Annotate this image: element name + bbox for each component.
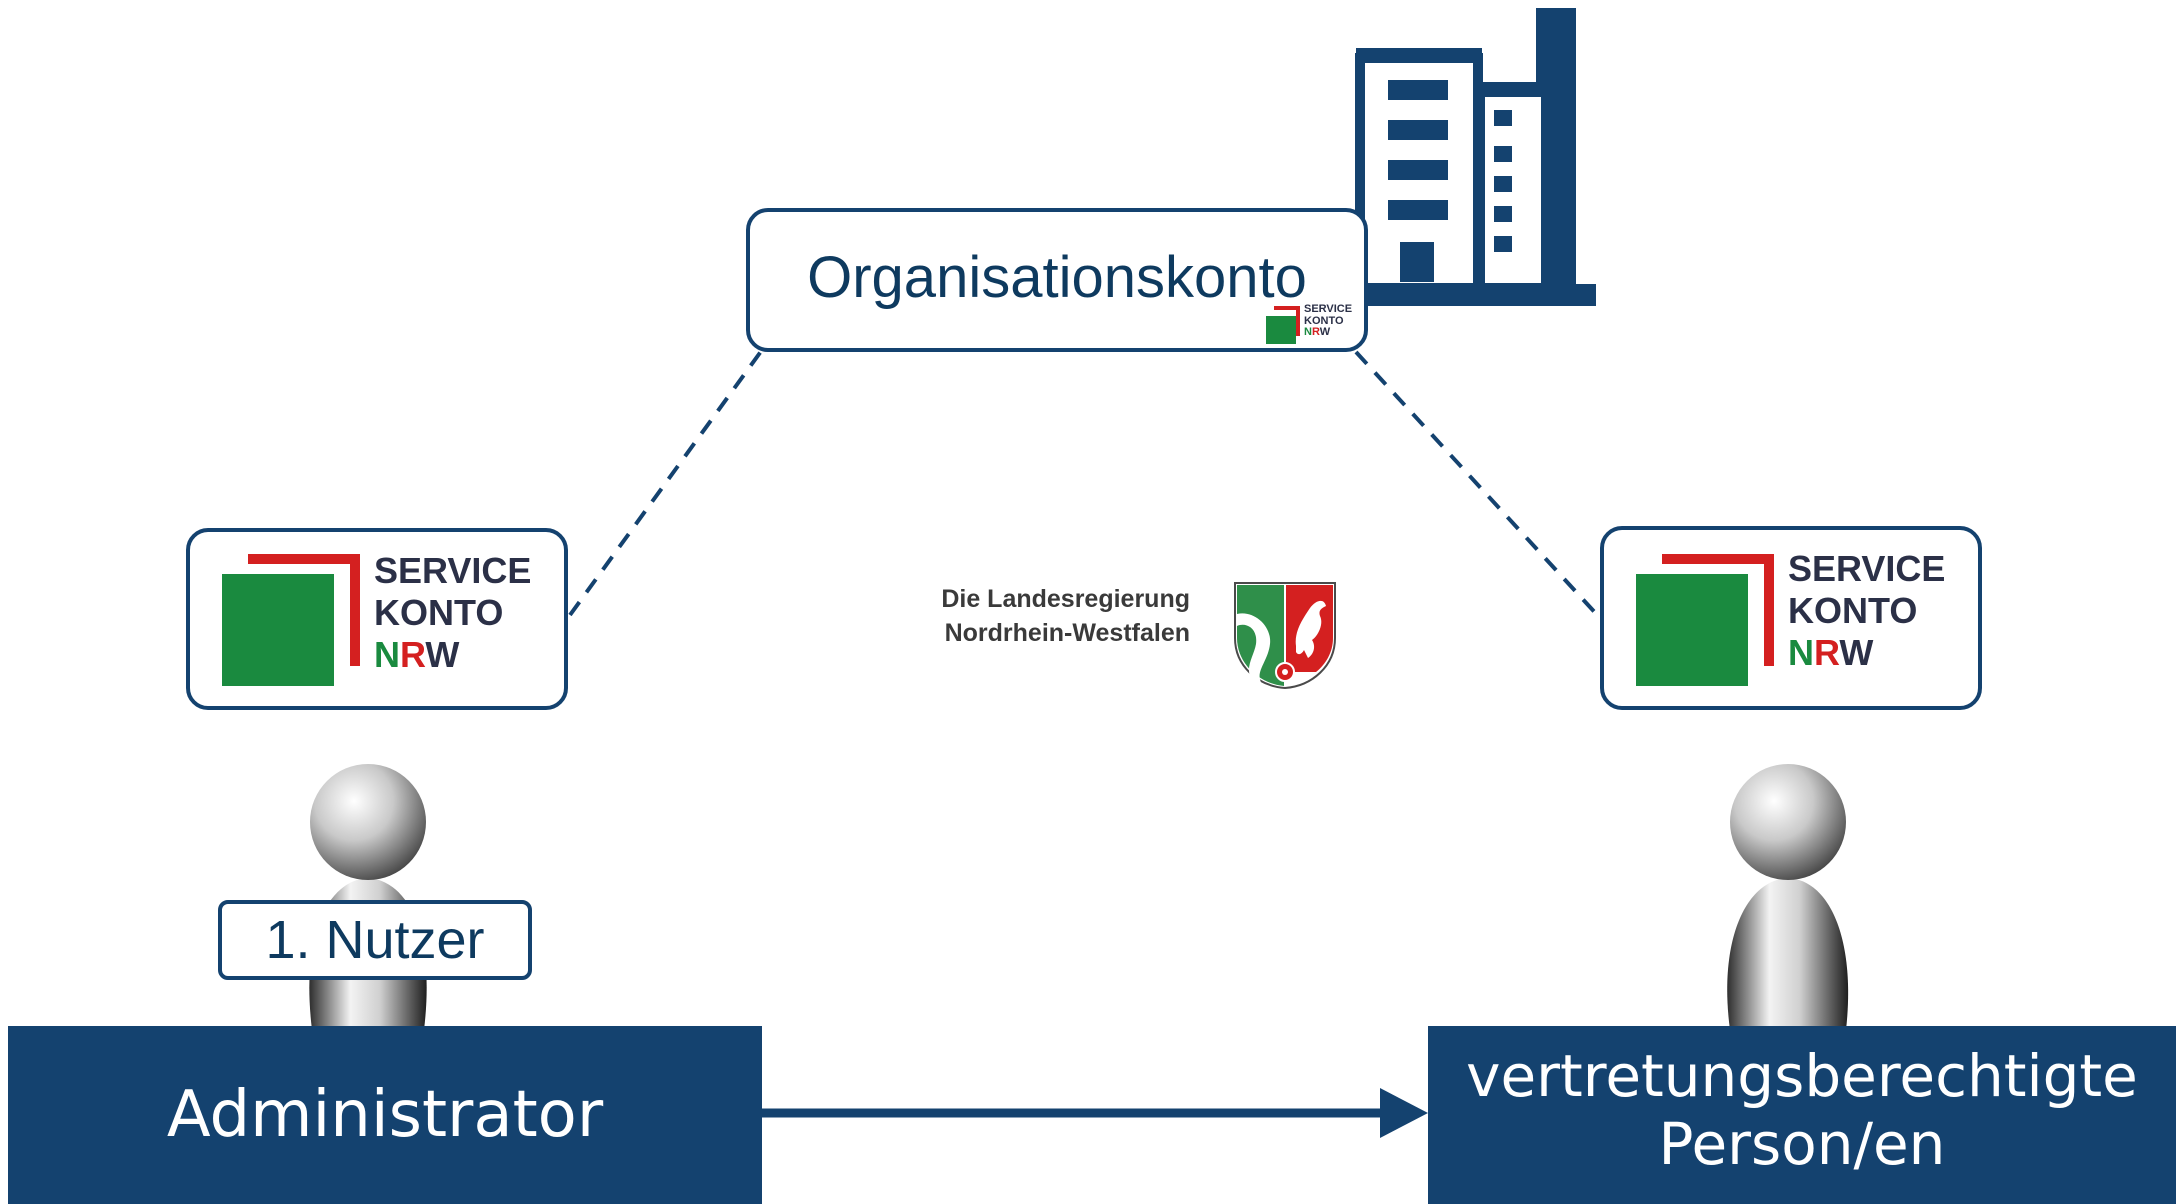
administrator-label: Administrator [166, 1078, 604, 1152]
logo-line-nrw: NRW [1788, 632, 1874, 673]
organisation-account-box: Organisationskonto SERVICE KONTO NRW [746, 208, 1368, 352]
landesregierung-line1: Die Landesregierung [941, 585, 1190, 613]
logo-line-konto: KONTO [374, 592, 504, 633]
landesregierung-text: Die Landesregierung Nordrhein-Westfalen [900, 582, 1190, 650]
logo-line-konto: KONTO [1304, 314, 1344, 327]
logo-line-service: SERVICE [1304, 303, 1353, 315]
representative-line1: vertretungsberechtigte [1466, 1042, 2138, 1110]
representative-line2: Person/en [1658, 1110, 1946, 1178]
delegation-arrow [762, 1088, 1428, 1138]
nrw-coat-of-arms-icon [1234, 582, 1336, 690]
logo-line-service: SERVICE [1788, 548, 1946, 589]
first-user-tag: 1. Nutzer [218, 900, 532, 980]
person-icon [1727, 764, 1849, 1030]
service-konto-box-right: SERVICE KONTO NRW [1600, 526, 1982, 710]
logo-line-konto: KONTO [1788, 590, 1918, 631]
service-konto-logo: SERVICE KONTO NRW [1604, 530, 1978, 706]
service-konto-logo: SERVICE KONTO NRW [1262, 303, 1362, 348]
connector-right [1354, 350, 1602, 620]
logo-line-nrw: NRW [374, 634, 460, 675]
building-icon [1355, 8, 1596, 306]
person-icon [309, 764, 427, 1030]
logo-line-service: SERVICE [374, 550, 532, 591]
service-konto-logo: SERVICE KONTO NRW [190, 532, 564, 706]
landesregierung-line2: Nordrhein-Westfalen [944, 619, 1190, 647]
organisation-account-label: Organisationskonto [807, 245, 1307, 310]
service-konto-box-left: SERVICE KONTO NRW [186, 528, 568, 710]
representative-box: vertretungsberechtigte Person/en [1428, 1026, 2176, 1204]
administrator-box: Administrator [8, 1026, 762, 1204]
logo-line-nrw: NRW [1304, 326, 1331, 339]
connector-left [568, 348, 764, 617]
